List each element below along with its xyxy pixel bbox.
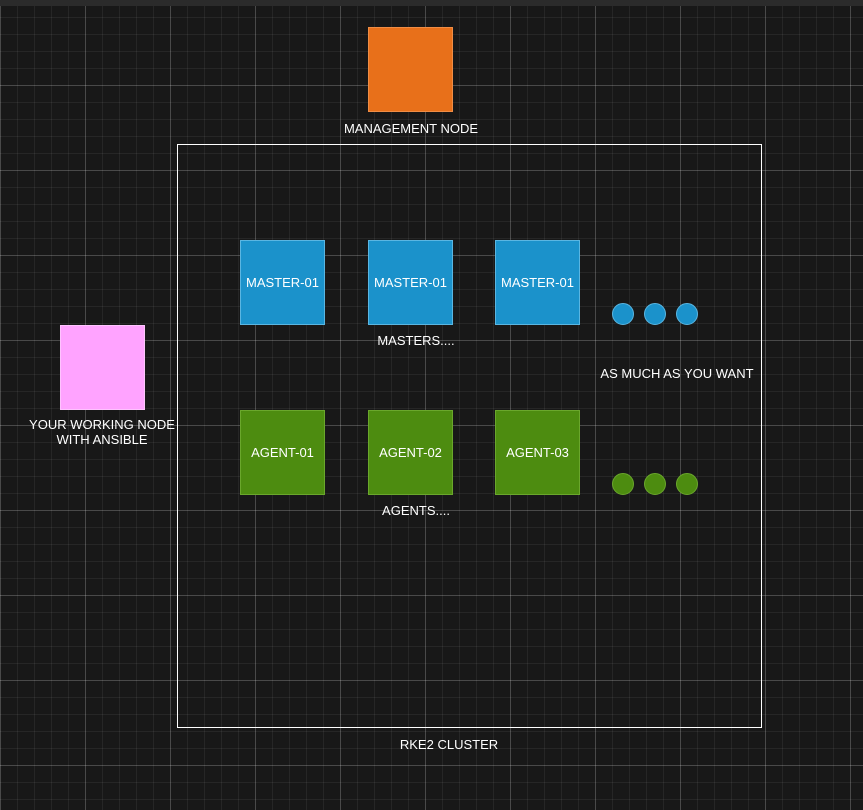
agents-group-label: AGENTS.... [382, 503, 450, 518]
master-node[interactable]: MASTER-01 [368, 240, 453, 325]
management-node-label: MANAGEMENT NODE [343, 121, 479, 136]
agent-node[interactable]: AGENT-02 [368, 410, 453, 495]
working-node-label-line2: WITH ANSIBLE [56, 432, 148, 447]
more-masters-dot [676, 303, 698, 325]
agent-node[interactable]: AGENT-03 [495, 410, 580, 495]
more-agents-dot [612, 473, 634, 495]
agent-node[interactable]: AGENT-01 [240, 410, 325, 495]
cluster-label: RKE2 CLUSTER [399, 737, 499, 752]
working-node-label: YOUR WORKING NODE WITH ANSIBLE [2, 417, 202, 447]
more-agents-dot [644, 473, 666, 495]
management-node[interactable] [368, 27, 453, 112]
master-node[interactable]: MASTER-01 [495, 240, 580, 325]
more-masters-dot [612, 303, 634, 325]
masters-group-label: MASTERS.... [377, 333, 455, 348]
canvas-top-bar [0, 0, 863, 6]
rke2-cluster-frame[interactable] [177, 144, 762, 728]
scale-note-label: AS MUCH AS YOU WANT [600, 366, 754, 381]
master-node[interactable]: MASTER-01 [240, 240, 325, 325]
more-masters-dot [644, 303, 666, 325]
working-node[interactable] [60, 325, 145, 410]
more-agents-dot [676, 473, 698, 495]
working-node-label-line1: YOUR WORKING NODE [29, 417, 175, 432]
